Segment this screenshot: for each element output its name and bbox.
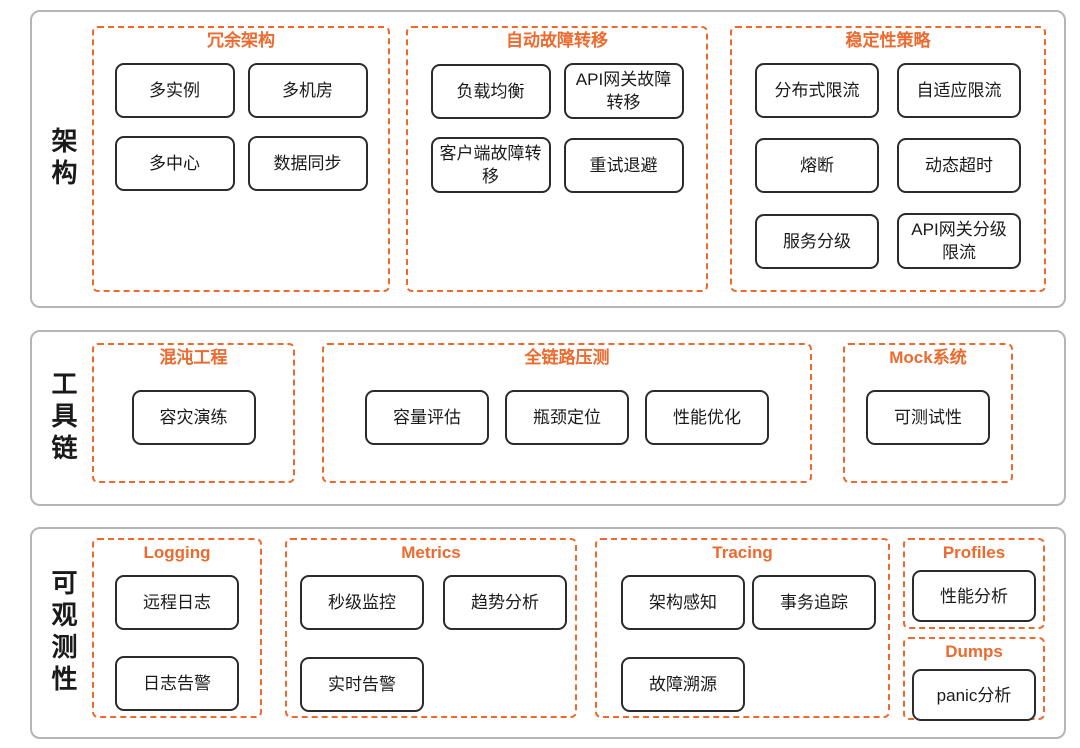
diagram-node: 动态超时 [897, 138, 1021, 193]
group-nodes: 容灾演练 [94, 390, 293, 445]
diagram-node: 容灾演练 [131, 390, 256, 445]
group-title-profiles: Profiles [942, 543, 1006, 562]
group-nodes: 可测试性 [845, 390, 1011, 445]
group-nodes: 分布式限流 自适应限流 熔断 动态超时 服务分级 API网关分级限流 [732, 51, 1044, 269]
diagram-node: 事务追踪 [752, 575, 876, 630]
diagram-node: 多机房 [247, 63, 368, 118]
diagram-node: 瓶颈定位 [505, 390, 629, 445]
group-title-mock-system: Mock系统 [889, 348, 967, 367]
diagram-node: 秒级监控 [300, 575, 424, 630]
diagram-node: 服务分级 [755, 213, 879, 269]
diagram-node: API网关故障转移 [563, 63, 684, 119]
diagram-node: 故障溯源 [621, 657, 745, 712]
diagram-node: 实时告警 [300, 657, 424, 712]
group-nodes: 容量评估 瓶颈定位 性能优化 [324, 390, 810, 445]
group-nodes: 秒级监控 趋势分析 实时告警 [287, 563, 575, 712]
diagram-node: 性能优化 [645, 390, 769, 445]
group-nodes: 远程日志 日志告警 [94, 563, 260, 711]
diagram-node: 自适应限流 [897, 63, 1021, 118]
diagram-node: 负载均衡 [430, 63, 551, 119]
group-title-redundant-architecture: 冗余架构 [207, 31, 275, 50]
group-auto-failover: 自动故障转移 负载均衡 API网关故障转移 客户端故障转移 重试退避 [406, 26, 708, 292]
group-chaos-engineering: 混沌工程 容灾演练 [92, 343, 295, 483]
diagram-node: API网关分级限流 [897, 213, 1021, 269]
section-architecture: 架构 冗余架构 多实例 多机房 多中心 数据同步 自动故障转移 负载均衡 API… [30, 10, 1066, 308]
diagram-node: 趋势分析 [443, 575, 567, 630]
group-nodes: panic分析 [905, 669, 1043, 721]
group-logging: Logging 远程日志 日志告警 [92, 538, 262, 718]
group-title-dumps: Dumps [945, 642, 1003, 661]
group-tracing: Tracing 架构感知 事务追踪 故障溯源 [595, 538, 890, 718]
group-nodes: 性能分析 [905, 570, 1043, 622]
group-title-tracing: Tracing [712, 543, 773, 562]
section-label-toolchain: 工具链 [48, 370, 78, 466]
diagram-node: 架构感知 [621, 575, 745, 630]
group-nodes: 架构感知 事务追踪 故障溯源 [597, 563, 888, 712]
section-label-architecture: 架构 [48, 127, 78, 191]
group-stability-strategy: 稳定性策略 分布式限流 自适应限流 熔断 动态超时 服务分级 API网关分级限流 [730, 26, 1046, 292]
group-title-chaos-engineering: 混沌工程 [159, 348, 228, 367]
diagram-node: 日志告警 [115, 656, 239, 711]
section-label-observability: 可观测性 [48, 569, 78, 697]
group-metrics: Metrics 秒级监控 趋势分析 实时告警 [285, 538, 577, 718]
diagram-node: 分布式限流 [755, 63, 879, 118]
diagram-node: 多中心 [114, 136, 235, 191]
diagram-node: 远程日志 [115, 575, 239, 630]
group-dumps: Dumps panic分析 [903, 637, 1045, 721]
group-title-auto-failover: 自动故障转移 [506, 31, 608, 50]
diagram-node: 性能分析 [912, 570, 1036, 622]
diagram-node: 熔断 [755, 138, 879, 193]
group-profiles: Profiles 性能分析 [903, 538, 1045, 629]
section-toolchain: 工具链 混沌工程 容灾演练 全链路压测 容量评估 瓶颈定位 性能优化 Mock系… [30, 330, 1066, 506]
diagram-node: 重试退避 [563, 137, 684, 193]
group-title-full-link-stress-test: 全链路压测 [524, 348, 610, 367]
section-observability: 可观测性 Logging 远程日志 日志告警 Metrics 秒级监控 趋势分析… [30, 527, 1066, 739]
diagram-node: 可测试性 [866, 390, 990, 445]
group-title-metrics: Metrics [401, 543, 461, 562]
diagram-node: 客户端故障转移 [430, 137, 551, 193]
group-title-stability-strategy: 稳定性策略 [845, 31, 931, 50]
group-title-logging: Logging [143, 543, 211, 562]
group-nodes: 负载均衡 API网关故障转移 客户端故障转移 重试退避 [408, 51, 706, 193]
diagram-node: 容量评估 [365, 390, 489, 445]
diagram-node: 多实例 [114, 63, 235, 118]
diagram-node: panic分析 [912, 669, 1036, 721]
group-redundant-architecture: 冗余架构 多实例 多机房 多中心 数据同步 [92, 26, 390, 292]
group-nodes: 多实例 多机房 多中心 数据同步 [94, 51, 388, 191]
group-full-link-stress-test: 全链路压测 容量评估 瓶颈定位 性能优化 [322, 343, 812, 483]
group-mock-system: Mock系统 可测试性 [843, 343, 1013, 483]
diagram-node: 数据同步 [247, 136, 368, 191]
